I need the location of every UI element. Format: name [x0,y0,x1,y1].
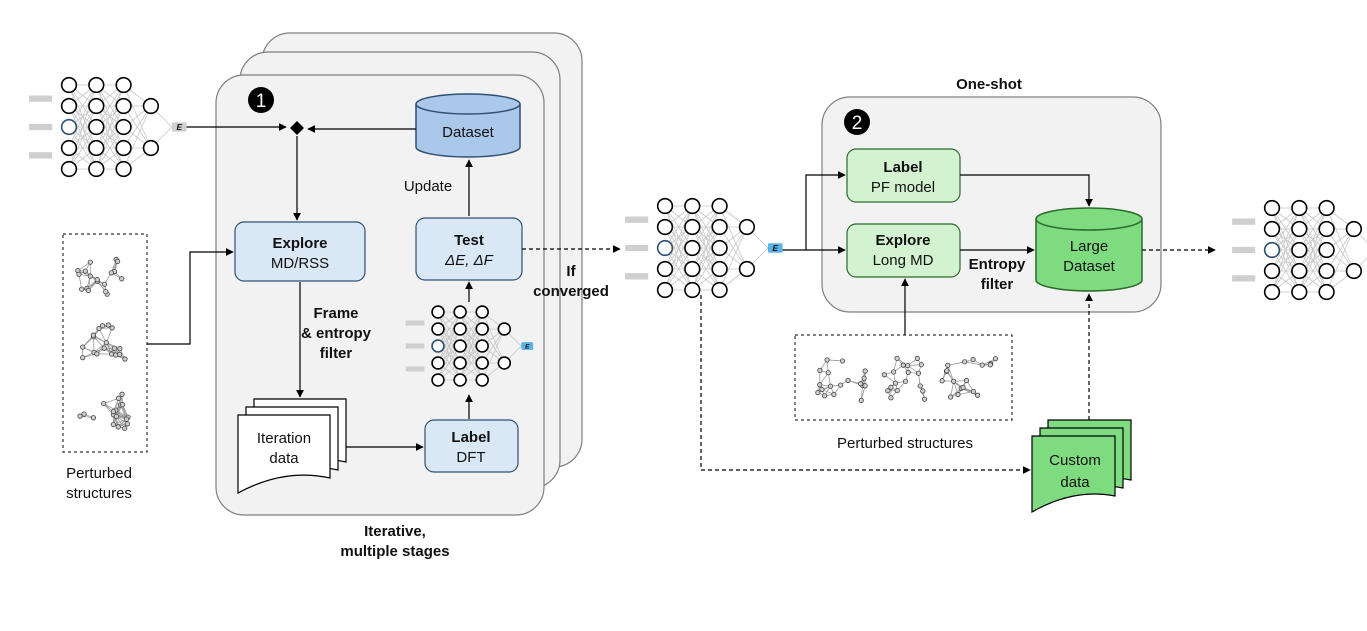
pf-label-subtitle: PF model [871,179,935,196]
custom-data-label-2: data [1060,474,1090,491]
converged-label: If [566,263,576,280]
iteration-label-2: data [269,450,299,467]
converged-label-2: converged [533,283,609,300]
stage1-caption-2: multiple stages [340,543,449,560]
perturbed-structure [77,391,131,431]
perturbed-label-right: Perturbed structures [837,435,973,452]
label-subtitle: DFT [456,449,485,466]
test-title: Test [454,232,484,249]
label-title: Label [451,429,490,446]
custom-data-label: Custom [1049,452,1101,469]
nn-output-label: E [525,344,530,351]
perturbed-structure [80,322,128,362]
perturbed-structure [939,356,999,400]
custom-data-stack: Custom data [1031,419,1132,514]
frame-filter-label: Frame [313,305,358,322]
nn-converged-model: E [625,197,783,299]
svg-text:2: 2 [852,113,863,134]
long-md-subtitle: Long MD [873,252,934,269]
stage1-badge: 1 [248,87,274,113]
entropy-filter-label: Entropy [969,256,1026,273]
stage1-caption: Iterative, [364,523,426,540]
perturbed-structure [815,357,868,403]
perturbed-structure [881,355,928,402]
entropy-filter-label-2: filter [981,276,1014,293]
large-dataset-label: Large [1070,238,1108,255]
perturbed-label-left-2: structures [66,485,132,502]
test-subtitle: ΔE, ΔF [444,252,493,269]
svg-text:1: 1 [256,91,267,112]
label-dft-box: Label DFT [424,419,519,473]
perturbed-structures-box-right [794,334,1013,421]
explore-md-rss-box: Explore MD/RSS [234,221,366,282]
perturbed-structures-box-left [62,233,148,453]
perturbed-label-left: Perturbed [66,465,132,482]
stage2-badge: 2 [844,109,870,135]
explore-subtitle: MD/RSS [271,255,329,272]
test-box: Test ΔE, ΔF [415,217,523,281]
large-dataset-cylinder: Large Dataset [1035,207,1143,292]
label-pf-model-box: Label PF model [846,148,961,203]
dataset-label: Dataset [442,124,495,141]
nn-output-label: E [772,243,778,253]
nn-output-label: E [176,122,182,132]
iteration-label: Iteration [257,430,311,447]
nn-iteration-model: E [405,305,534,387]
stage2-title: One-shot [956,76,1022,93]
explore-title: Explore [272,235,327,252]
explore-long-md-box: Explore Long MD [846,223,961,278]
iteration-data-stack: Iteration data [237,398,347,495]
update-label: Update [404,178,452,195]
connectors [147,123,1216,474]
long-md-title: Explore [875,232,930,249]
pf-label-title: Label [883,159,922,176]
dataset-cylinder: Dataset [415,93,521,158]
nn-final-model: E [1232,199,1367,301]
frame-filter-label-2: & entropy [301,325,372,342]
merge-junction [290,121,304,135]
perturbed-structure [75,256,125,297]
large-dataset-label-2: Dataset [1063,258,1116,275]
frame-filter-label-3: filter [320,345,353,362]
nn-initial-model: E [29,76,187,178]
